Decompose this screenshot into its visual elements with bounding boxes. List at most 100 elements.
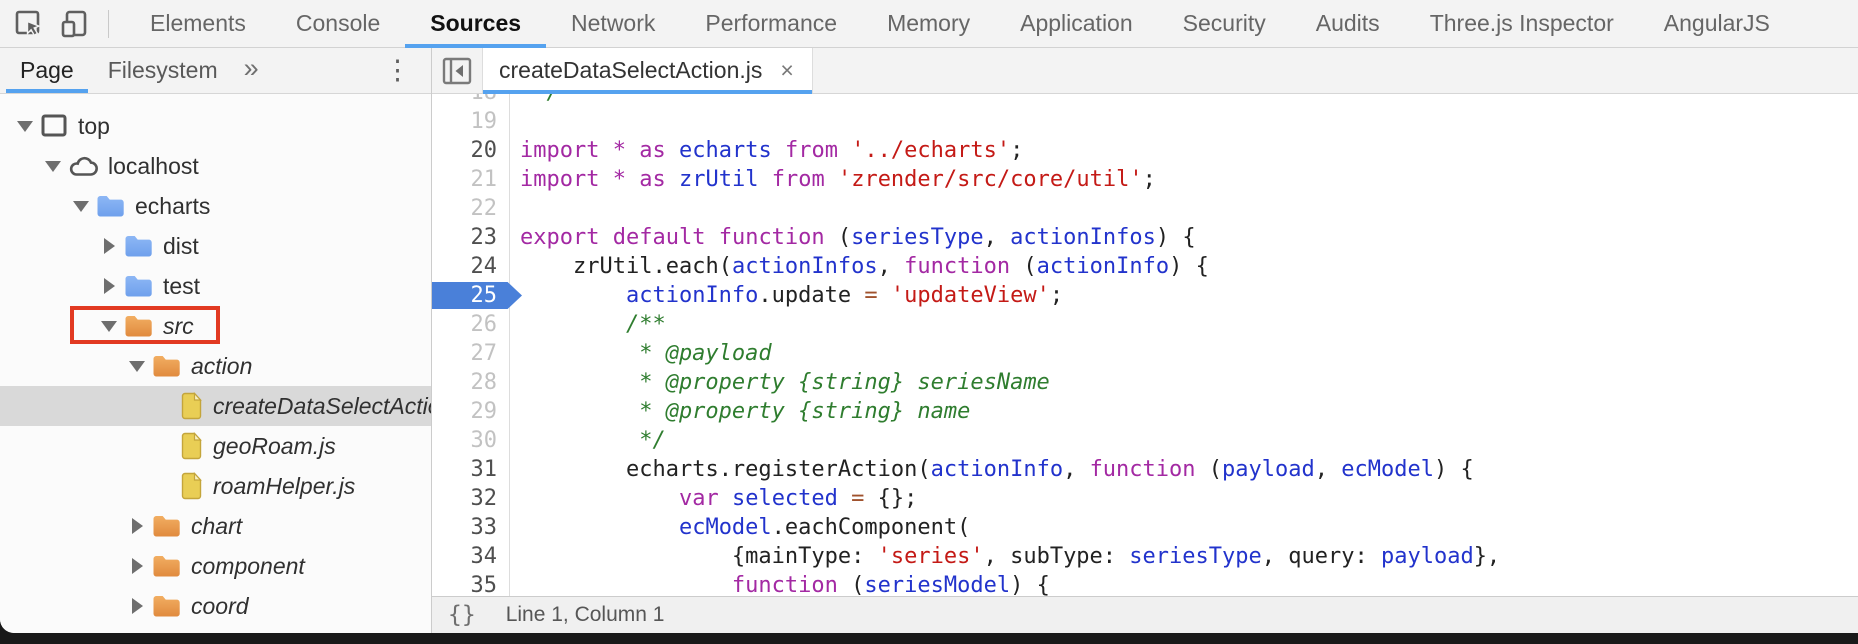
gutter-line-number[interactable]: 33 [432, 513, 510, 542]
gutter-line-number[interactable]: 32 [432, 484, 510, 513]
panel-tab-three-js-inspector[interactable]: Three.js Inspector [1429, 10, 1614, 36]
line-number[interactable]: 32 [470, 486, 498, 511]
panel-tab-application[interactable]: Application [1020, 10, 1133, 36]
panel-tab-memory[interactable]: Memory [887, 10, 971, 36]
editor-tabstrip: createDataSelectAction.js × [432, 48, 1858, 94]
disclosure-right-icon[interactable] [126, 558, 148, 574]
gutter-line-number[interactable]: 28 [432, 368, 510, 397]
code-line-24: 24 zrUtil.each(actionInfos, function (ac… [432, 252, 1858, 281]
tab-page[interactable]: Page [6, 48, 88, 93]
code-line-text: echarts.registerAction(actionInfo, funct… [625, 457, 1474, 482]
gutter-line-number[interactable]: 24 [432, 252, 510, 281]
gutter-line-number[interactable]: 21 [432, 165, 510, 194]
tree-item-component[interactable]: component [0, 546, 431, 586]
tree-item-createdataselectaction-js[interactable]: createDataSelectAction.js [0, 386, 431, 426]
line-number[interactable]: 20 [470, 138, 498, 163]
tree-item-localhost[interactable]: localhost [0, 146, 431, 186]
line-number[interactable]: 21 [470, 167, 498, 192]
line-number[interactable]: 24 [470, 254, 498, 279]
disclosure-down-icon[interactable] [14, 120, 36, 132]
gutter-line-number[interactable]: 30 [432, 426, 510, 455]
line-number[interactable]: 28 [470, 370, 498, 395]
tab-filesystem[interactable]: Filesystem [107, 57, 218, 83]
line-number[interactable]: 22 [470, 196, 498, 221]
disclosure-right-icon[interactable] [98, 238, 120, 254]
disclosure-down-icon[interactable] [70, 200, 92, 212]
panel-tabs: Elements Console Sources Network Performance… [125, 0, 1795, 48]
panel-tab-angularjs[interactable]: AngularJS [1663, 10, 1770, 36]
line-number[interactable]: 23 [470, 225, 498, 250]
frame-icon [40, 113, 68, 139]
panel-tab-sources[interactable]: Sources [405, 0, 546, 48]
disclosure-down-icon[interactable] [42, 160, 64, 172]
tree-item-echarts[interactable]: echarts [0, 186, 431, 226]
line-number[interactable]: 31 [470, 457, 498, 482]
tree-item-test[interactable]: test [0, 266, 431, 306]
line-number[interactable]: 18 [471, 94, 498, 105]
panel-tab-performance[interactable]: Performance [705, 10, 838, 36]
line-number[interactable]: 34 [470, 544, 498, 569]
code-line-text: * @payload [520, 341, 772, 366]
line-number[interactable]: 30 [470, 428, 498, 453]
panel-tab-audits[interactable]: Audits [1315, 10, 1380, 36]
tree-item-roamhelper-js[interactable]: roamHelper.js [0, 466, 431, 506]
device-toolbar-icon[interactable] [58, 7, 92, 41]
line-number[interactable]: 33 [470, 515, 498, 540]
toolbar-divider [108, 9, 109, 38]
tree-item-label: createDataSelectAction.js [213, 392, 431, 419]
panel-tab-console[interactable]: Console [295, 10, 381, 36]
breakpoint-gutter-25[interactable]: 25 [432, 281, 522, 310]
gutter-line-number[interactable]: 20 [432, 136, 510, 165]
line-number[interactable]: 29 [470, 399, 498, 424]
tree-item-label: top [78, 112, 110, 139]
breakpoint-flag-icon[interactable] [432, 282, 522, 309]
gutter-line-number[interactable]: 19 [432, 107, 510, 136]
toggle-navigator-icon[interactable] [432, 48, 482, 93]
line-number[interactable]: 35 [470, 573, 498, 596]
line-number[interactable]: 27 [470, 341, 498, 366]
panel-tab-network[interactable]: Network [571, 10, 656, 36]
line-number[interactable]: 25 [470, 283, 498, 308]
code-line-29: 29 * @property {string} name [432, 397, 1858, 426]
disclosure-right-icon[interactable] [126, 518, 148, 534]
line-number[interactable]: 26 [470, 312, 498, 337]
line-number[interactable]: 19 [470, 109, 498, 134]
panel-tab-security[interactable]: Security [1182, 10, 1266, 36]
panel-tab-elements[interactable]: Elements [150, 10, 246, 36]
tree-item-dist[interactable]: dist [0, 226, 431, 266]
disclosure-right-icon[interactable] [98, 278, 120, 294]
disclosure-down-icon[interactable] [126, 360, 148, 372]
gutter-line-number[interactable]: 27 [432, 339, 510, 368]
more-tabs-icon[interactable]: » [243, 53, 259, 83]
kebab-menu-icon[interactable]: ⋮ [384, 55, 411, 85]
tree-item-src[interactable]: src [0, 306, 431, 346]
code-line-34: 34 {mainType: 'series', subType: seriesT… [432, 542, 1858, 571]
disclosure-right-icon[interactable] [126, 598, 148, 614]
code-line-text: export default function (seriesType, act… [520, 225, 1196, 250]
gutter-line-number[interactable]: 29 [432, 397, 510, 426]
tree-item-coord[interactable]: coord [0, 586, 431, 626]
file-tab[interactable]: createDataSelectAction.js × [482, 48, 813, 94]
disclosure-down-icon[interactable] [98, 320, 120, 332]
tree-item-top[interactable]: top [0, 106, 431, 146]
close-tab-icon[interactable]: × [780, 57, 794, 83]
pretty-print-icon[interactable]: {} [448, 602, 476, 628]
gutter-line-number[interactable]: 18 [432, 94, 510, 107]
tree-item-chart[interactable]: chart [0, 506, 431, 546]
gutter-line-number[interactable]: 35 [432, 571, 510, 596]
folder-orange-icon [152, 554, 181, 578]
tree-item-action[interactable]: action [0, 346, 431, 386]
code-line-26: 26 /** [432, 310, 1858, 339]
gutter-line-number[interactable]: 34 [432, 542, 510, 571]
gutter-line-number[interactable]: 26 [432, 310, 510, 339]
gutter-line-number[interactable]: 22 [432, 194, 510, 223]
code-line-31: 31 echarts.registerAction(actionInfo, fu… [432, 455, 1858, 484]
tree-item-georoam-js[interactable]: geoRoam.js [0, 426, 431, 466]
inspect-element-icon[interactable] [12, 7, 46, 41]
gutter-line-number[interactable]: 31 [432, 455, 510, 484]
gutter-line-number[interactable]: 23 [432, 223, 510, 252]
